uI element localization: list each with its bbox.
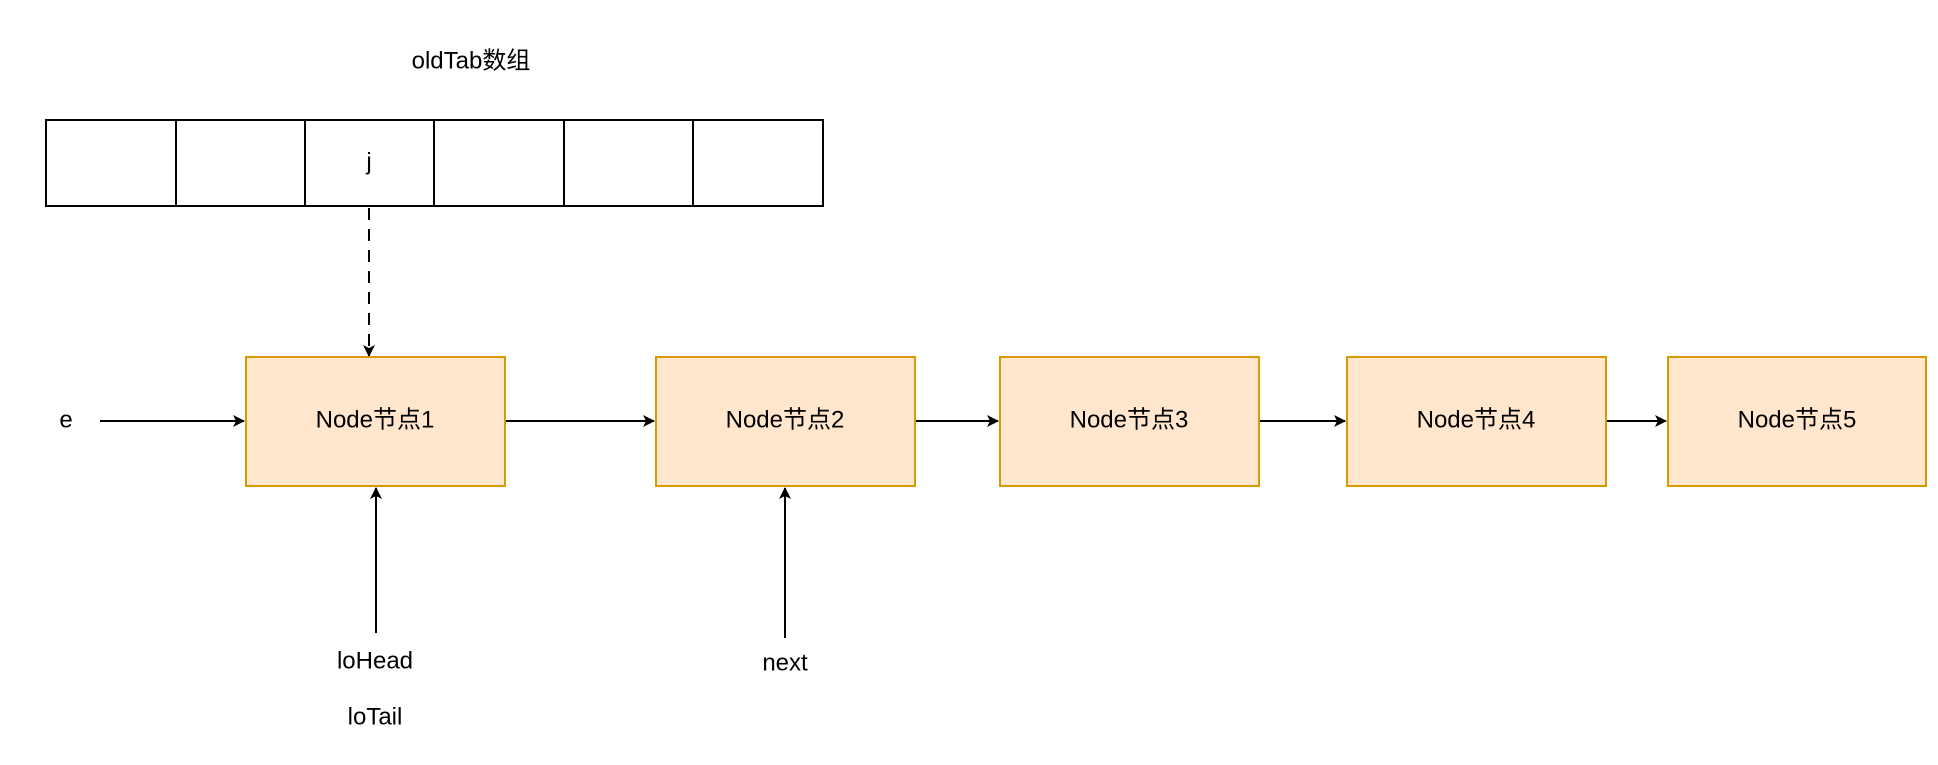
array-cell-1 bbox=[175, 119, 306, 207]
node-1: Node节点1 bbox=[245, 356, 506, 487]
node-label: Node节点5 bbox=[1738, 406, 1857, 433]
node-box bbox=[655, 356, 916, 487]
node-label: Node节点3 bbox=[1070, 406, 1189, 433]
node-box bbox=[245, 356, 506, 487]
node-2: Node节点2 bbox=[655, 356, 916, 487]
node-label: Node节点1 bbox=[316, 406, 435, 433]
pointer-label-e: e bbox=[59, 406, 72, 433]
array-cell-5 bbox=[692, 119, 824, 207]
array-cell-label: j bbox=[365, 148, 371, 175]
array-cell-0 bbox=[45, 119, 177, 207]
node-box bbox=[1346, 356, 1607, 487]
array-cell-4 bbox=[563, 119, 694, 207]
node-label: Node节点4 bbox=[1417, 406, 1536, 433]
node-5: Node节点5 bbox=[1667, 356, 1927, 487]
node-label: Node节点2 bbox=[726, 406, 845, 433]
node-box bbox=[1667, 356, 1927, 487]
node-3: Node节点3 bbox=[999, 356, 1260, 487]
array-cell-3 bbox=[433, 119, 565, 207]
pointer-label-next: next bbox=[762, 649, 808, 676]
array-cell-j: j bbox=[304, 119, 435, 207]
array-title: oldTab数组 bbox=[412, 47, 531, 74]
old-tab-array: j bbox=[45, 119, 824, 207]
pointer-label-lotail: loTail bbox=[348, 703, 403, 730]
node-4: Node节点4 bbox=[1346, 356, 1607, 487]
node-box bbox=[999, 356, 1260, 487]
pointer-label-lohead: loHead bbox=[337, 647, 413, 674]
